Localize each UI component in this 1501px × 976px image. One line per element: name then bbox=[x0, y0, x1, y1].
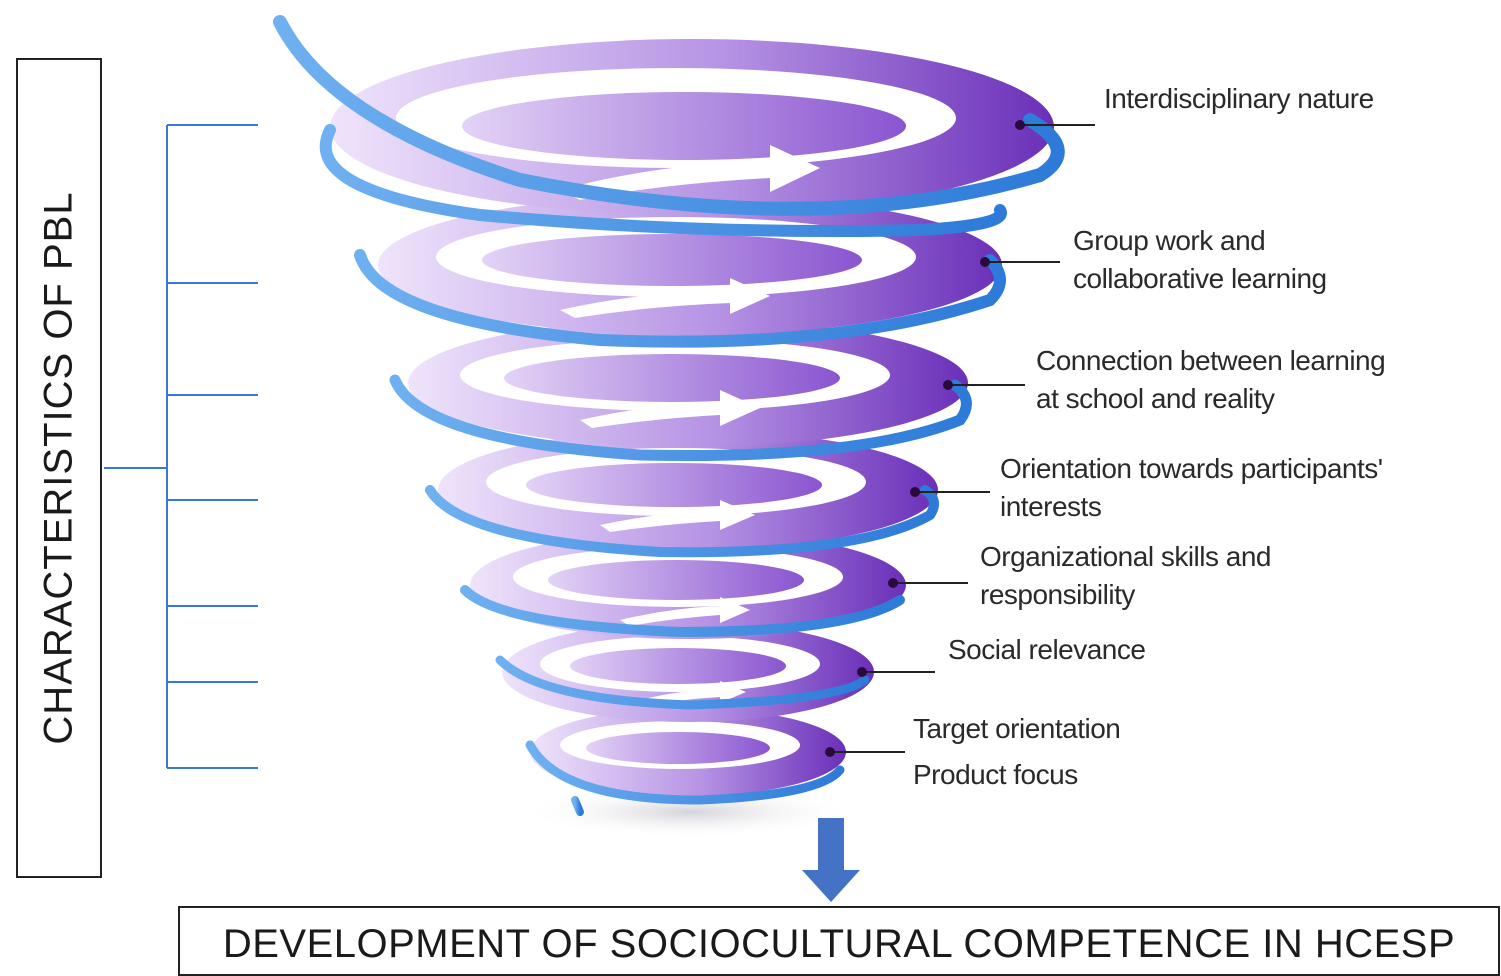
floor-shadow bbox=[520, 786, 860, 838]
bracket bbox=[104, 124, 258, 769]
item-label-product: Product focus bbox=[913, 759, 1078, 790]
item-label-group-work: Group work and collaborative learning bbox=[1073, 225, 1327, 294]
side-title-box bbox=[16, 58, 102, 878]
item-label-orientation: Orientation towards participants' intere… bbox=[1000, 453, 1383, 522]
ring-5 bbox=[438, 430, 938, 550]
result-box: DEVELOPMENT OF SOCIOCULTURAL COMPETENCE … bbox=[178, 906, 1500, 976]
leaders bbox=[830, 124, 1095, 753]
item-label-connection: Connection between learning at school an… bbox=[1036, 345, 1386, 414]
item-label-social: Social relevance bbox=[948, 634, 1146, 665]
item-label-interdisciplinary: Interdisciplinary nature bbox=[1104, 83, 1374, 114]
leader-dots bbox=[825, 120, 1025, 757]
item-label-organizational: Organizational skills and responsibility bbox=[980, 541, 1272, 610]
ring-8 bbox=[530, 708, 846, 796]
blue-spiral bbox=[273, 15, 1065, 816]
ring-6 bbox=[470, 531, 906, 639]
down-arrow bbox=[802, 818, 860, 902]
ring-1 bbox=[330, 39, 1054, 215]
item-label-target: Target orientation bbox=[913, 713, 1121, 744]
ring-arrows bbox=[560, 145, 820, 705]
ring-4 bbox=[408, 319, 968, 447]
result-label: DEVELOPMENT OF SOCIOCULTURAL COMPETENCE … bbox=[222, 922, 1456, 966]
